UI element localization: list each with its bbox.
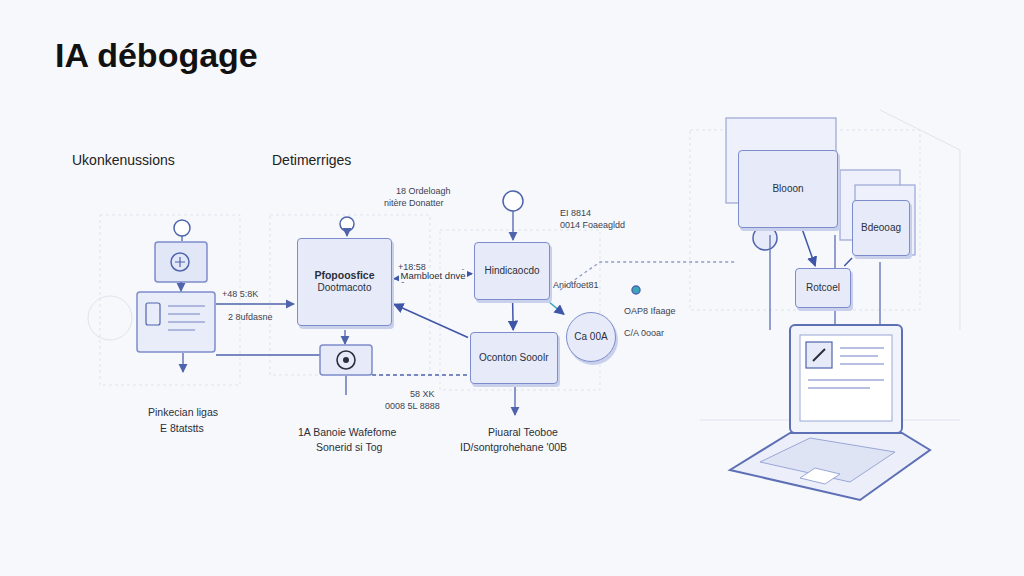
wires xyxy=(181,211,880,415)
annotation-text: Aniotfoet81 xyxy=(553,280,599,291)
annotation-text: +48 5:8K xyxy=(222,289,258,300)
annotation-text: nitère Donatter xyxy=(384,198,444,209)
process-box: Blooon xyxy=(738,150,838,228)
annotation-text: OAP8 Ifaage xyxy=(624,306,676,317)
annotation-text: 1A Banoie Wafefome xyxy=(298,426,396,439)
flow-arrow xyxy=(512,302,514,330)
flow-arrow xyxy=(802,230,815,266)
faint-grid xyxy=(88,110,960,420)
annotation-text: 18 Ordeloagh xyxy=(396,186,451,197)
annotation-text: 2 8ufdasne xyxy=(228,312,273,323)
node-text: Bdeooag xyxy=(861,222,901,235)
node-text: Ca 00A xyxy=(574,331,607,344)
node-text: Oconton Sooolr xyxy=(479,352,549,365)
annotation-text: 58 XK xyxy=(410,389,435,400)
flow-arrow xyxy=(844,258,852,266)
annotation-text: EI 8814 xyxy=(560,208,591,219)
node-text: Pfopoosfice xyxy=(314,269,374,282)
annotation-text: Pinkecian ligas xyxy=(148,406,218,419)
laptop xyxy=(730,325,930,500)
flow-arrow xyxy=(394,304,468,337)
process-box: Rotcoel xyxy=(795,268,851,308)
stacked-panels xyxy=(726,118,915,255)
column-heading: Ukonkenussions xyxy=(72,152,175,169)
diagram-title: IA débogage xyxy=(55,36,258,75)
edge-label: Mambloet dnve xyxy=(399,270,468,281)
annotation-text: Piuaral Teoboe xyxy=(488,426,558,439)
process-box: Bdeooag xyxy=(852,200,910,256)
process-box: Oconton Sooolr xyxy=(470,332,558,384)
annotation-text: ID/sontgrohehane '00B xyxy=(460,441,567,454)
annotation-text: E 8tatstts xyxy=(160,422,204,435)
annotation-text: Sonerid si Tog xyxy=(316,441,382,454)
process-circle: Ca 00A xyxy=(566,312,616,362)
flow-arrow xyxy=(549,302,564,314)
process-box: Hindicaocdo xyxy=(474,242,550,300)
annotation-text: 0008 5L 8888 xyxy=(385,401,440,412)
node-text: Blooon xyxy=(772,183,803,196)
annotation-text: C/A 0ooar xyxy=(624,328,664,339)
annotation-text: 0014 Foaeagldd xyxy=(560,220,625,231)
input-card xyxy=(137,242,215,352)
column-heading: Detimerriges xyxy=(272,152,351,169)
node-text: Dootmacoto xyxy=(318,282,372,295)
node-text: Hindicaocdo xyxy=(484,265,539,278)
process-box: PfopoosficeDootmacoto xyxy=(297,238,392,326)
node-text: Rotcoel xyxy=(806,282,840,295)
gear-box xyxy=(320,345,372,375)
